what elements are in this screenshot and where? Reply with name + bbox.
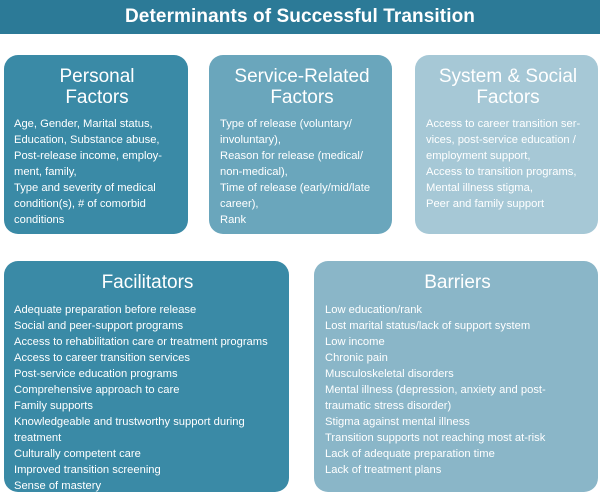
system-social-factors-box: System & Social Factors Access to career…	[415, 55, 598, 234]
list-item: Education, Substance abuse,	[14, 134, 160, 146]
list-item: Musculoskeletal disorders	[325, 368, 454, 380]
list-item: Chronic pain	[325, 352, 388, 364]
list-item: Comprehensive approach to care	[14, 384, 180, 396]
system-social-factors-list: Access to career transition ser- vices, …	[426, 116, 590, 212]
facilitators-title: Facilitators	[101, 272, 194, 293]
list-item: Culturally competent care	[14, 448, 141, 460]
list-item: career),	[220, 198, 259, 210]
list-item: Transition supports not reaching most at…	[325, 432, 546, 444]
list-item: Access to rehabilitation care or treatme…	[14, 336, 268, 348]
list-item: Type and severity of medical	[14, 182, 156, 194]
list-item: Type of release (voluntary/	[220, 118, 352, 130]
list-item: Rank	[220, 214, 247, 226]
list-item: Mental illness (depression, anxiety and …	[325, 384, 546, 396]
barriers-box: Barriers Low education/rank Lost marital…	[314, 261, 598, 492]
list-item: Post-service education programs	[14, 368, 178, 380]
list-item: ment, family,	[14, 166, 77, 178]
service-related-factors-box: Service-Related Factors Type of release …	[209, 55, 392, 234]
list-item: Access to career transition ser-	[426, 118, 581, 130]
list-item: Access to career transition services	[14, 352, 190, 364]
list-item: Social and peer-support programs	[14, 320, 184, 332]
list-item: non-medical),	[220, 166, 288, 178]
list-item: condition(s), # of comorbid	[14, 198, 146, 210]
list-item: Mental illness stigma,	[426, 182, 533, 194]
personal-factors-list: Age, Gender, Marital status, Education, …	[14, 116, 180, 228]
service-related-factors-title: Service-Related Factors	[234, 66, 370, 108]
list-item: conditions	[14, 214, 65, 226]
list-item: Reason for release (medical/	[220, 150, 364, 162]
list-item: involuntary),	[220, 134, 281, 146]
barriers-title: Barriers	[424, 272, 491, 293]
barriers-list: Low education/rank Lost marital status/l…	[325, 302, 590, 478]
list-item: Lost marital status/lack of support syst…	[325, 320, 531, 332]
list-item: Low education/rank	[325, 304, 423, 316]
service-related-factors-list: Type of release (voluntary/ involuntary)…	[220, 116, 384, 228]
list-item: Knowledgeable and trustworthy support du…	[14, 416, 245, 428]
list-item: Improved transition screening	[14, 464, 161, 476]
list-item: Peer and family support	[426, 198, 545, 210]
facilitators-box: Facilitators Adequate preparation before…	[4, 261, 289, 492]
diagram-title: Determinants of Successful Transition	[0, 0, 600, 34]
list-item: Post-release income, employ-	[14, 150, 162, 162]
list-item: Lack of adequate preparation time	[325, 448, 495, 460]
list-item: Access to transition programs,	[426, 166, 577, 178]
personal-factors-title: Personal Factors	[59, 66, 135, 108]
list-item: Low income	[325, 336, 385, 348]
list-item: Sense of mastery	[14, 480, 102, 492]
list-item: treatment	[14, 432, 62, 444]
facilitators-list: Adequate preparation before release Soci…	[14, 302, 281, 492]
list-item: Lack of treatment plans	[325, 464, 442, 476]
list-item: Stigma against mental illness	[325, 416, 470, 428]
list-item: traumatic stress disorder)	[325, 400, 452, 412]
list-item: Family supports	[14, 400, 93, 412]
list-item: employment support,	[426, 150, 531, 162]
list-item: Adequate preparation before release	[14, 304, 197, 316]
system-social-factors-title: System & Social Factors	[438, 66, 578, 108]
list-item: Time of release (early/mid/late	[220, 182, 371, 194]
list-item: Age, Gender, Marital status,	[14, 118, 153, 130]
personal-factors-box: Personal Factors Age, Gender, Marital st…	[4, 55, 188, 234]
list-item: vices, post-service education /	[426, 134, 576, 146]
